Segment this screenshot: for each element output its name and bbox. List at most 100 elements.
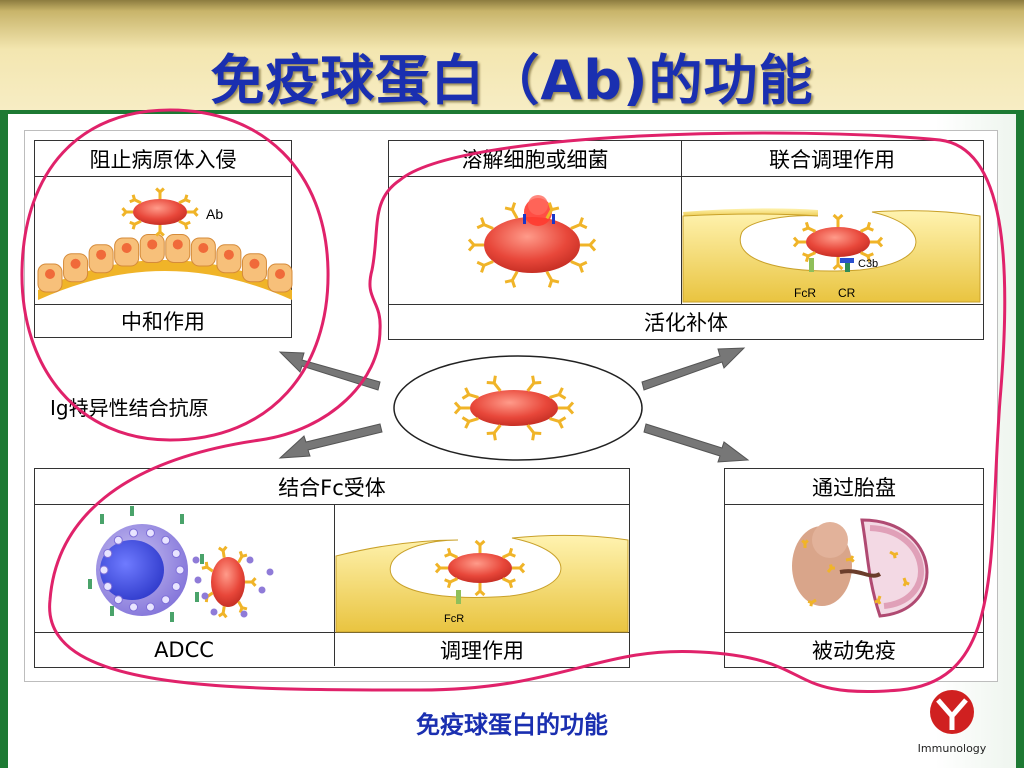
- antibody-icon: [476, 260, 494, 273]
- annotation-loop-right: [48, 131, 1007, 694]
- antibody-icon: [444, 547, 459, 559]
- antibody-icon: [845, 555, 855, 563]
- antibody-icon: [501, 577, 516, 589]
- fc-receptor: [170, 612, 174, 622]
- antibody-icon: [129, 219, 142, 230]
- cell-nucleus: [275, 269, 285, 279]
- fcr-label-bottom: FcR: [444, 613, 464, 625]
- antibody-icon: [807, 598, 817, 607]
- antibody-icon: [237, 600, 248, 614]
- antibody-icon: [444, 577, 459, 589]
- neutralization-antibody-complex: [121, 187, 199, 237]
- granule: [175, 565, 185, 575]
- antibody-icon: [476, 217, 494, 230]
- divider: [681, 140, 682, 304]
- antibody-icon: [545, 270, 560, 288]
- top-banner: [0, 0, 1024, 110]
- divider: [334, 504, 335, 666]
- antibody-icon: [461, 416, 479, 429]
- complement-footer: 活化补体: [644, 311, 728, 335]
- antibody-icon: [201, 561, 214, 573]
- antibody-icon: [549, 416, 567, 429]
- cell-nucleus: [121, 243, 132, 254]
- divider: [34, 304, 292, 305]
- cell-nucleus: [45, 269, 55, 279]
- divider: [34, 504, 630, 505]
- adcc-footer: ADCC: [154, 638, 214, 662]
- opsonization-footer: 调理作用: [440, 639, 524, 663]
- opsonization-phagocyte: [682, 208, 981, 303]
- released-granule: [210, 608, 218, 616]
- arrow-to-neutralization: [278, 351, 381, 391]
- annotation-marks: [20, 108, 1007, 694]
- granule: [113, 595, 123, 605]
- antibody-icon: [570, 217, 588, 230]
- logo-text: Immunology: [917, 742, 987, 755]
- antibody-icon: [826, 564, 835, 573]
- antibody-icon: [501, 547, 516, 559]
- antibody-icon: [453, 401, 470, 415]
- antibody-icon: [486, 424, 502, 441]
- antibody-icon: [474, 583, 486, 597]
- released-granule: [258, 586, 266, 594]
- immunology-logo: [930, 690, 974, 734]
- ab-label: Ab: [206, 206, 223, 222]
- antibody-icon: [526, 375, 542, 392]
- cell-nucleus: [96, 249, 107, 260]
- released-granule: [266, 568, 274, 576]
- annotation-circle-left: [20, 108, 330, 442]
- cell-nucleus: [198, 243, 209, 254]
- antibody-icon: [217, 606, 228, 619]
- granule: [161, 535, 171, 545]
- fc-receptor: [88, 579, 92, 589]
- antibody-icon: [549, 387, 567, 400]
- divider: [34, 632, 630, 633]
- fc-receptor: [195, 592, 199, 602]
- released-granule: [194, 576, 202, 584]
- released-granule: [192, 556, 200, 564]
- neutralization-header: 阻止病原体入侵: [89, 148, 237, 172]
- arrow-to-placenta: [643, 423, 750, 463]
- arrows: [278, 347, 750, 463]
- antibody-icon: [474, 539, 486, 553]
- antibody-icon: [801, 539, 809, 548]
- fc-receptor: [200, 554, 204, 564]
- antibody-icon: [512, 562, 526, 574]
- antibody-icon: [874, 595, 882, 605]
- antibody-icon: [902, 577, 910, 587]
- opsonization-bottom-illustration: [335, 534, 629, 633]
- central-antigen-antibody: [393, 355, 643, 461]
- antibody-icon: [859, 221, 874, 233]
- opsonization-header: 联合调理作用: [769, 148, 895, 172]
- antibody-icon: [486, 375, 502, 392]
- neutralization-footer: 中和作用: [121, 310, 205, 334]
- fc-receptor-header: 结合Fc受体: [278, 476, 386, 500]
- antibody-icon: [178, 219, 191, 230]
- granule: [103, 549, 113, 559]
- cell-nucleus: [223, 249, 234, 260]
- cell-nucleus: [147, 239, 158, 250]
- antibody-icon: [504, 270, 519, 288]
- granule: [171, 581, 181, 591]
- antibody-icon: [859, 251, 874, 263]
- figure-caption: 免疫球蛋白的功能: [416, 711, 608, 739]
- antibody-icon: [889, 550, 899, 559]
- released-granule: [246, 556, 254, 564]
- antibody-icon: [504, 202, 519, 220]
- cell-nucleus: [249, 258, 260, 269]
- divider: [388, 304, 984, 305]
- placenta-footer: 被动免疫: [812, 639, 896, 663]
- antibody-icon: [570, 260, 588, 273]
- divider: [388, 176, 984, 177]
- antibody-icon: [467, 238, 484, 252]
- antibody-icon: [526, 424, 542, 441]
- granule: [129, 602, 139, 612]
- antibody-icon: [155, 187, 165, 199]
- granule: [113, 535, 123, 545]
- fc-receptor: [180, 514, 184, 524]
- antibody-icon: [802, 251, 817, 263]
- granule: [161, 595, 171, 605]
- granule: [145, 528, 155, 538]
- antibody-icon: [802, 221, 817, 233]
- antibody-icon: [434, 562, 448, 574]
